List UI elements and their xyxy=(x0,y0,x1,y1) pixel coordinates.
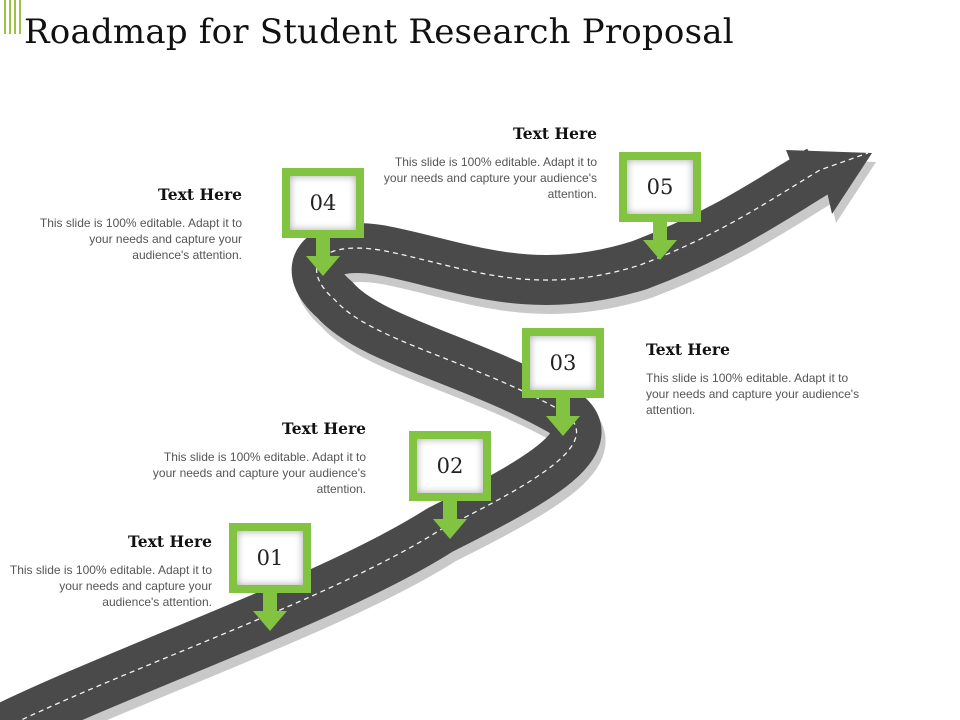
milestone-marker-02: 02 xyxy=(409,431,491,541)
milestone-text: This slide is 100% editable. Adapt it to… xyxy=(9,563,212,609)
down-arrow-icon xyxy=(253,593,287,631)
milestone-heading: Text Here xyxy=(646,340,730,359)
milestone-heading: Text Here xyxy=(158,185,242,204)
milestone-number: 01 xyxy=(237,531,303,585)
milestone-marker-04: 04 xyxy=(282,168,364,278)
milestone-heading: Text Here xyxy=(128,532,212,551)
milestone-label-03: Text Here This slide is 100% editable. A… xyxy=(646,340,886,418)
milestone-heading: Text Here xyxy=(282,419,366,438)
milestone-label-04: Text Here This slide is 100% editable. A… xyxy=(2,185,242,263)
milestone-label-01: Text Here This slide is 100% editable. A… xyxy=(0,532,212,610)
milestone-label-05: Text Here This slide is 100% editable. A… xyxy=(357,124,597,202)
milestone-label-02: Text Here This slide is 100% editable. A… xyxy=(126,419,366,497)
down-arrow-icon xyxy=(306,238,340,276)
milestone-number: 02 xyxy=(417,439,483,493)
milestone-number: 04 xyxy=(290,176,356,230)
milestone-text: This slide is 100% editable. Adapt it to… xyxy=(39,216,242,262)
milestone-marker-05: 05 xyxy=(619,152,701,262)
down-arrow-icon xyxy=(643,222,677,260)
milestone-marker-01: 01 xyxy=(229,523,311,633)
milestone-number: 05 xyxy=(627,160,693,214)
milestone-text: This slide is 100% editable. Adapt it to… xyxy=(383,155,597,201)
milestone-heading: Text Here xyxy=(513,124,597,143)
milestone-text: This slide is 100% editable. Adapt it to… xyxy=(646,371,860,417)
milestone-marker-03: 03 xyxy=(522,328,604,438)
down-arrow-icon xyxy=(433,501,467,539)
down-arrow-icon xyxy=(546,398,580,436)
corner-decoration xyxy=(0,0,26,38)
milestone-text: This slide is 100% editable. Adapt it to… xyxy=(152,450,366,496)
slide-title: Roadmap for Student Research Proposal xyxy=(24,12,734,52)
milestone-number: 03 xyxy=(530,336,596,390)
